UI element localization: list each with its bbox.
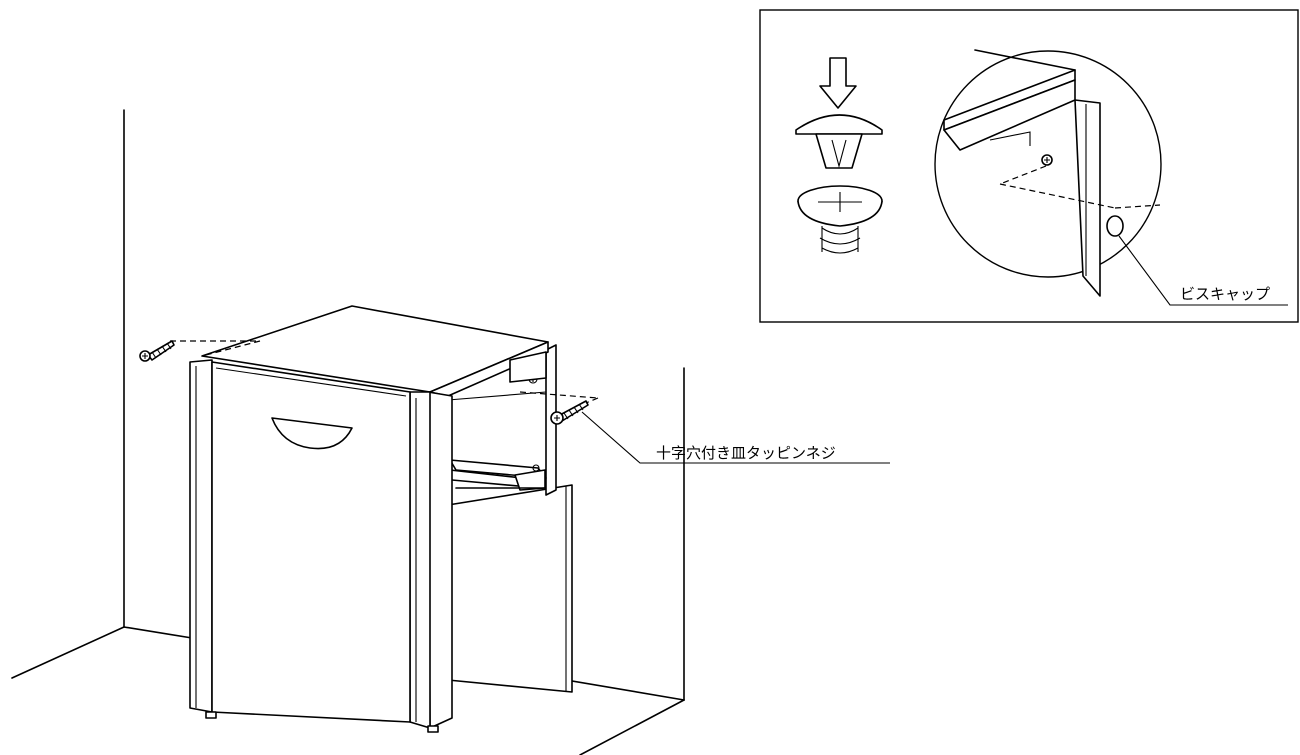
left-screw-icon	[139, 340, 175, 362]
door-handle	[271, 417, 353, 450]
screw-cap-icon	[795, 114, 883, 169]
screw-label: 十字穴付き皿タッピンネジ	[656, 444, 836, 462]
back-panel	[447, 484, 573, 693]
magnified-detail	[934, 49, 1162, 297]
cabinet-body	[189, 305, 549, 733]
down-arrow-icon	[819, 57, 857, 109]
cap-label: ビスキャップ	[1180, 285, 1270, 303]
detail-inset: ビスキャップ	[759, 9, 1299, 323]
right-screw-icon	[550, 400, 589, 425]
phillips-screw-icon	[797, 185, 883, 254]
